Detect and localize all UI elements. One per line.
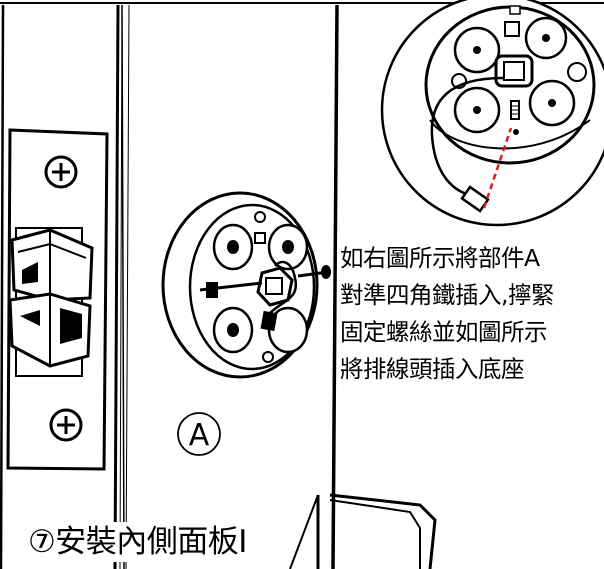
detail-view: [380, 0, 604, 227]
door-handle: [289, 493, 437, 569]
circled-letter-a-icon: A: [177, 412, 221, 456]
latch-bolt: [8, 228, 94, 368]
instruction-line: 將排線頭插入底座: [340, 355, 525, 383]
step-title: ⑦安裝內側面板I: [28, 522, 249, 562]
part-label: A: [189, 418, 210, 453]
door-face: [121, 4, 339, 569]
mounting-base: [161, 191, 331, 379]
screw-head-icon: [44, 155, 78, 189]
instruction-line: 如右圖所示將部件A: [340, 244, 540, 272]
instruction-line: 對準四角鐵插入,擰緊: [340, 281, 554, 309]
screw-head-icon: [49, 408, 83, 442]
ribbon-cable-connector-icon: [260, 310, 278, 332]
instruction-line: 固定螺絲並如圖所示: [340, 318, 548, 346]
instruction-text: 如右圖所示將部件A 對準四角鐵插入,擰緊 固定螺絲並如圖所示 將排線頭插入底座: [340, 240, 602, 388]
